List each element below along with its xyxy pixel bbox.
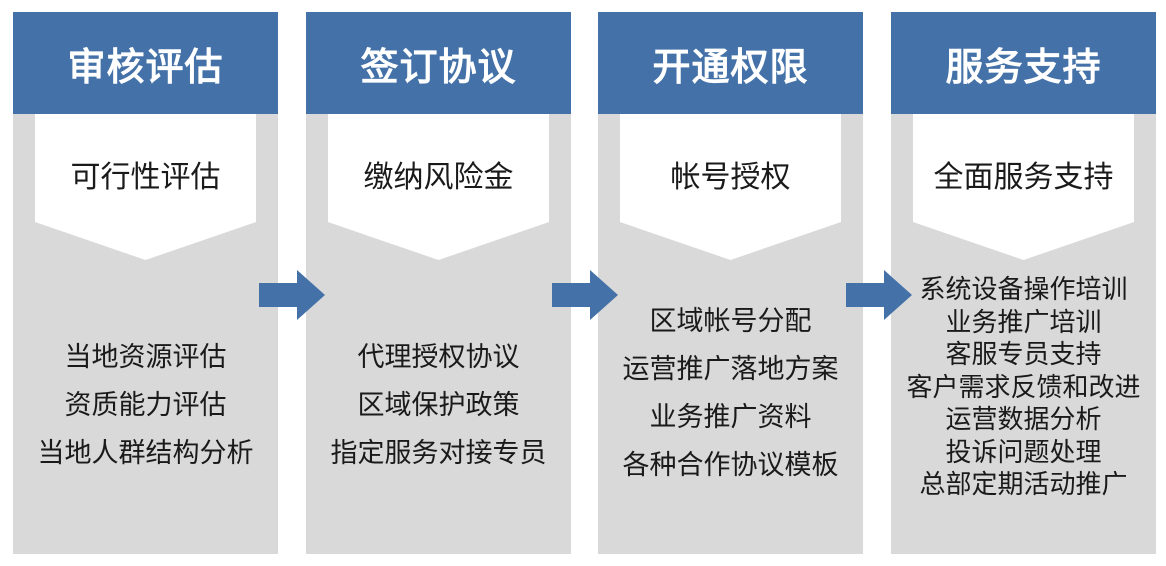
right-arrow-icon bbox=[846, 270, 912, 320]
list-item: 总部定期活动推广 bbox=[919, 470, 1128, 500]
stage-panel-1: 审核评估 可行性评估 当地资源评估 资质能力评估 当地人群结构分析 bbox=[13, 12, 278, 554]
right-arrow-icon bbox=[552, 270, 618, 320]
list-item: 代理授权协议 bbox=[357, 342, 520, 373]
stage-panel-3: 开通权限 帐号授权 区域帐号分配 运营推广落地方案 业务推广资料 各种合作协议模… bbox=[598, 12, 863, 554]
list-item: 投诉问题处理 bbox=[945, 437, 1102, 468]
stage-panel-2: 签订协议 缴纳风险金 代理授权协议 区域保护政策 指定服务对接专员 bbox=[306, 12, 571, 554]
stage-header-4: 服务支持 bbox=[891, 12, 1156, 114]
stage-header-3: 开通权限 bbox=[598, 12, 863, 114]
stage-header-1: 审核评估 bbox=[13, 12, 278, 114]
list-item: 运营数据分析 bbox=[945, 405, 1102, 435]
list-item: 业务推广培训 bbox=[945, 307, 1102, 338]
stage-tag-2: 缴纳风险金 bbox=[363, 160, 514, 195]
list-item: 指定服务对接专员 bbox=[330, 438, 547, 469]
stage-items-4: 系统设备操作培训 业务推广培训 客服专员支持 客户需求反馈和改进 运营数据分析 … bbox=[891, 274, 1156, 502]
stage-items-2: 代理授权协议 区域保护政策 指定服务对接专员 bbox=[306, 334, 571, 478]
list-item: 区域帐号分配 bbox=[649, 306, 812, 337]
list-item: 当地资源评估 bbox=[64, 342, 227, 373]
stage-tag-1: 可行性评估 bbox=[70, 160, 221, 195]
list-item: 客户需求反馈和改进 bbox=[906, 372, 1141, 403]
list-item: 系统设备操作培训 bbox=[919, 275, 1128, 305]
stage-panel-4: 服务支持 全面服务支持 系统设备操作培训 业务推广培训 客服专员支持 客户需求反… bbox=[891, 12, 1156, 554]
stage-header-2: 签订协议 bbox=[306, 12, 571, 114]
list-item: 业务推广资料 bbox=[649, 402, 812, 433]
stage-tag-3: 帐号授权 bbox=[670, 160, 791, 195]
list-item: 当地人群结构分析 bbox=[37, 438, 254, 469]
stage-items-1: 当地资源评估 资质能力评估 当地人群结构分析 bbox=[13, 334, 278, 478]
list-item: 资质能力评估 bbox=[64, 390, 227, 421]
stage-tag-4: 全面服务支持 bbox=[933, 160, 1114, 195]
list-item: 运营推广落地方案 bbox=[622, 354, 839, 385]
list-item: 区域保护政策 bbox=[357, 390, 520, 421]
stage-items-3: 区域帐号分配 运营推广落地方案 业务推广资料 各种合作协议模板 bbox=[598, 298, 863, 490]
list-item: 各种合作协议模板 bbox=[622, 450, 839, 481]
right-arrow-icon bbox=[259, 270, 325, 320]
list-item: 客服专员支持 bbox=[945, 340, 1102, 370]
